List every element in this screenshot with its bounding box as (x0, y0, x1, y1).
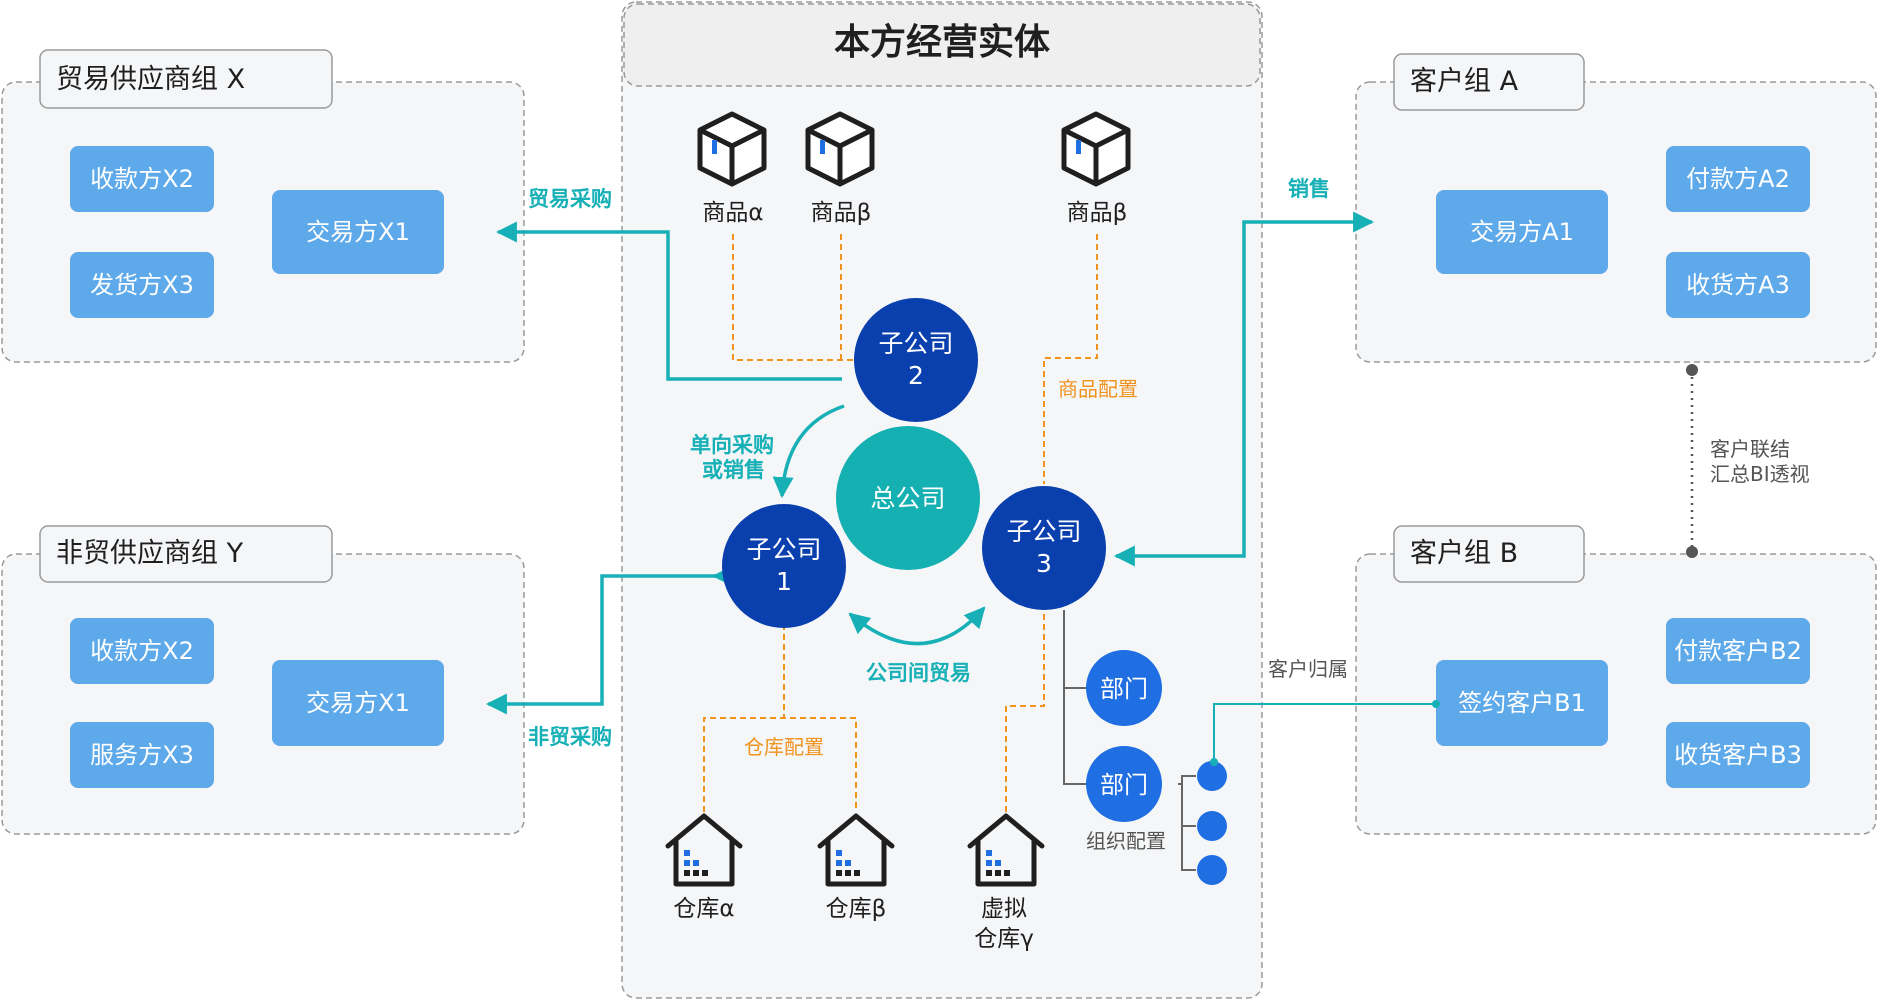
department-2[interactable]: 部门 (1086, 746, 1162, 822)
warehouse-beta-label: 仓库β (826, 896, 887, 922)
supplier-x-trader-label: 交易方X1 (306, 218, 410, 246)
supplier-group-x: 贸易供应商组 X 收款方X2 发货方X3 交易方X1 (1, 49, 525, 363)
supplier-x-payee-node[interactable] (70, 146, 214, 212)
supplier-x-shipper-label: 发货方X3 (90, 271, 194, 299)
customer-b-receiver-node[interactable] (1666, 722, 1810, 788)
product-beta-1-label: 商品β (811, 200, 872, 226)
cube-icon (1061, 111, 1131, 187)
product-alpha-label: 商品α (702, 200, 763, 226)
supplier-x-trader-node[interactable] (272, 190, 444, 274)
warehouse-config-label: 仓库配置 (744, 735, 824, 759)
subsidiary-2-number: 2 (908, 361, 924, 390)
supplier-group-y: 非贸供应商组 Y 收款方X2 服务方X3 交易方X1 (1, 525, 525, 835)
supplier-y-trader-label: 交易方X1 (306, 689, 410, 717)
customer-b-payer-node[interactable] (1666, 618, 1810, 684)
supplier-y-service-label: 服务方X3 (90, 741, 194, 769)
subsidiary-1[interactable]: 子公司 1 (722, 504, 846, 628)
department-1-label: 部门 (1100, 675, 1148, 703)
customer-group-a: 客户组 A 交易方A1 付款方A2 收货方A3 (1355, 53, 1877, 363)
headquarters-label: 总公司 (870, 484, 945, 513)
customer-link: 客户联结 汇总BI透视 (1686, 364, 1810, 558)
product-beta-1[interactable]: 商品β (805, 111, 875, 226)
customer-group-b: 客户组 B 签约客户B1 付款客户B2 收货客户B3 (1355, 525, 1877, 835)
warehouse-beta[interactable]: 仓库β (817, 813, 895, 922)
product-alpha[interactable]: 商品α (697, 111, 767, 226)
one-way-label-1: 单向采购 (690, 433, 774, 457)
cube-icon (697, 111, 767, 187)
subsidiary-3-label: 子公司 (1006, 517, 1081, 546)
warehouse-alpha-label: 仓库α (673, 896, 734, 922)
customer-a-receiver-label: 收货方A3 (1686, 271, 1790, 299)
one-way-label-2: 或销售 (702, 458, 765, 482)
config-lines (703, 234, 1098, 812)
supplier-y-service-node[interactable] (70, 722, 214, 788)
subsidiary-2-label: 子公司 (878, 329, 953, 358)
department-2-label: 部门 (1100, 771, 1148, 799)
warehouse-virtual[interactable]: 虚拟 仓库γ (967, 813, 1045, 952)
supplier-y-payee-node[interactable] (70, 618, 214, 684)
sales-label: 销售 (1288, 177, 1330, 201)
flow-arrows (485, 211, 1375, 715)
customer-belong-label: 客户归属 (1268, 657, 1348, 681)
subsidiary-3[interactable]: 子公司 3 (982, 486, 1106, 610)
department-1[interactable]: 部门 (1086, 650, 1162, 726)
warehouse-alpha[interactable]: 仓库α (665, 813, 743, 922)
warehouse-icon (967, 813, 1045, 887)
customer-b-title: 客户组 B (1410, 538, 1518, 569)
customer-b-signer-node[interactable] (1436, 660, 1608, 746)
org-tree (1063, 610, 1196, 871)
supplier-x-shipper-node[interactable] (70, 252, 214, 318)
sales-arrow (1116, 211, 1375, 558)
customer-b-payer-label: 付款客户B2 (1674, 637, 1802, 665)
inter-company-arrow (848, 606, 986, 646)
warehouse-icon (817, 813, 895, 887)
warehouse-virtual-label-1: 虚拟 (981, 896, 1027, 922)
subsidiary-1-label: 子公司 (746, 535, 821, 564)
org-member-node[interactable] (1197, 761, 1227, 791)
org-config-label: 组织配置 (1086, 829, 1166, 853)
non-trade-purchase-label: 非贸采购 (528, 725, 612, 749)
trade-purchase-label: 贸易采购 (528, 187, 612, 211)
warehouse-icon (665, 813, 743, 887)
customer-belong-link: 客户归属 (1210, 657, 1440, 766)
supplier-y-payee-label: 收款方X2 (90, 637, 194, 665)
supplier-x-payee-label: 收款方X2 (90, 165, 194, 193)
one-way-arrow (772, 404, 845, 499)
subsidiary-2[interactable]: 子公司 2 (854, 298, 978, 422)
product-beta-2-label: 商品β (1067, 200, 1128, 226)
trade-purchase-arrow (495, 221, 842, 381)
customer-link-label-2: 汇总BI透视 (1710, 462, 1810, 486)
product-config-label: 商品配置 (1058, 377, 1138, 401)
supplier-y-title: 非贸供应商组 Y (56, 538, 244, 569)
non-trade-purchase-arrow (485, 574, 716, 715)
customer-a-trader-label: 交易方A1 (1470, 218, 1574, 246)
headquarters[interactable]: 总公司 (836, 426, 980, 570)
customer-a-payer-node[interactable] (1666, 146, 1810, 212)
product-beta-2[interactable]: 商品β (1061, 111, 1131, 226)
supplier-x-title: 贸易供应商组 X (56, 64, 245, 95)
cube-icon (805, 111, 875, 187)
org-member-node[interactable] (1197, 855, 1227, 885)
subsidiary-3-number: 3 (1036, 549, 1052, 578)
customer-b-signer-label: 签约客户B1 (1458, 689, 1586, 717)
warehouse-virtual-label-2: 仓库γ (974, 926, 1034, 952)
customer-a-receiver-node[interactable] (1666, 252, 1810, 318)
customer-link-label-1: 客户联结 (1710, 437, 1790, 461)
supplier-y-trader-node[interactable] (272, 660, 444, 746)
org-member-node[interactable] (1197, 811, 1227, 841)
customer-b-receiver-label: 收货客户B3 (1674, 741, 1802, 769)
customer-a-title: 客户组 A (1410, 66, 1519, 97)
inter-company-label: 公司间贸易 (866, 661, 971, 685)
main-entity-title: 本方经营实体 (834, 22, 1050, 63)
subsidiary-1-number: 1 (776, 567, 792, 596)
customer-a-payer-label: 付款方A2 (1686, 165, 1790, 193)
customer-a-trader-node[interactable] (1436, 190, 1608, 274)
